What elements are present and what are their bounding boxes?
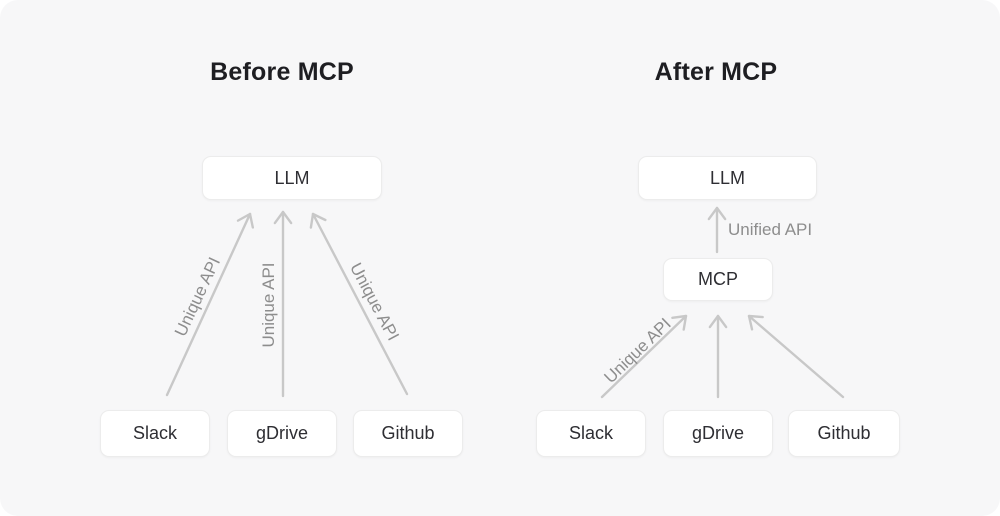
node-llm-before: LLM bbox=[202, 156, 382, 200]
node-mcp: MCP bbox=[663, 258, 773, 301]
node-github-before: Github bbox=[353, 410, 463, 457]
panel-title-before: Before MCP bbox=[210, 58, 354, 86]
node-slack-after: Slack bbox=[536, 410, 646, 457]
panel-title-after: After MCP bbox=[654, 58, 778, 86]
arrow-label-unique-api-2: Unique API bbox=[259, 262, 278, 348]
arrow-before-slack-to-llm bbox=[165, 212, 255, 397]
arrow-after-github-to-mcp bbox=[747, 314, 845, 399]
arrow-label-unique-api-1: Unique API bbox=[170, 254, 225, 340]
node-slack-before: Slack bbox=[100, 410, 210, 457]
arrow-label-unified-api: Unified API bbox=[728, 220, 813, 239]
arrow-label-unique-api-3: Unique API bbox=[346, 259, 403, 344]
node-github-after: Github bbox=[788, 410, 900, 457]
node-gdrive-before: gDrive bbox=[227, 410, 337, 457]
node-gdrive-after: gDrive bbox=[663, 410, 773, 457]
arrow-before-github-to-llm bbox=[309, 212, 409, 396]
node-llm-after: LLM bbox=[638, 156, 817, 200]
arrow-label-unique-api-after: Unique API bbox=[600, 314, 675, 388]
